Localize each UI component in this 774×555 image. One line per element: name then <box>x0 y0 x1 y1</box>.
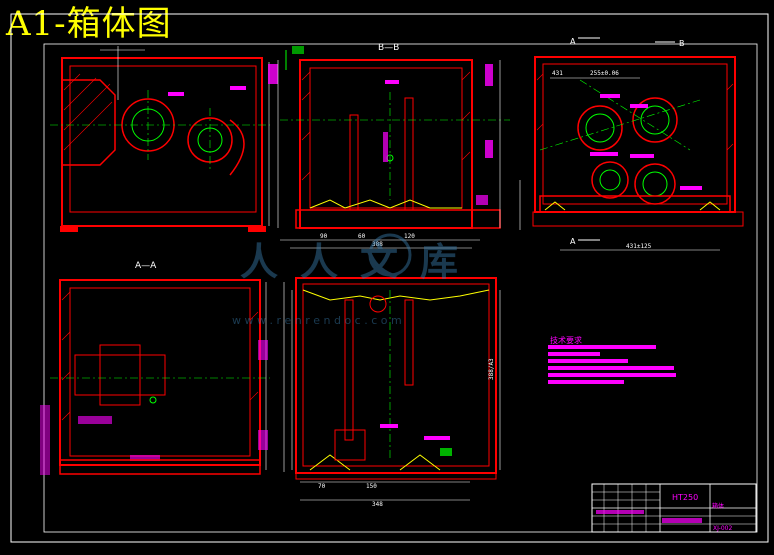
dim-388-a3: 388/A3 <box>488 358 495 380</box>
watermark: 人人文库 w w w . r e n r e n d o c . c o m <box>232 233 480 327</box>
dim-60: 60 <box>358 233 366 240</box>
dim-431: 431 <box>552 70 563 77</box>
tech-req-heading: 技术要求 <box>550 335 582 345</box>
watermark-cn: 人人文库 <box>240 240 480 284</box>
watermark-circle <box>368 233 412 277</box>
title-drawing-no: XJ-002 <box>713 525 732 532</box>
view-front-elevation <box>50 46 278 232</box>
dim-150: 150 <box>366 483 377 490</box>
arrow-b-label: B <box>679 39 685 48</box>
title-material: HT250 <box>672 493 698 502</box>
dim-388: 388 <box>372 241 383 248</box>
technical-requirements: 技术要求 <box>548 335 676 384</box>
arrow-a-label-top: A <box>570 37 576 46</box>
outer-border <box>10 13 769 543</box>
drawing-title: A1-箱体图 <box>6 4 172 44</box>
view-section-bb: B—B 90 60 120 388 <box>277 43 510 249</box>
view-section-main: 388/A3 70 150 348 <box>283 277 501 508</box>
inner-border <box>43 43 758 533</box>
view-section-aa: A—A <box>40 261 270 475</box>
watermark-url: w w w . r e n r e n d o c . c o m <box>232 314 402 327</box>
section-bb-label: B—B <box>378 43 399 53</box>
dim-255: 255±0.06 <box>590 70 619 77</box>
arrow-a-label-bottom: A <box>570 237 576 246</box>
dim-431-b: 431±125 <box>626 243 652 250</box>
dim-90: 90 <box>320 233 328 240</box>
section-aa-label: A—A <box>135 261 157 271</box>
view-top-right: A B 431 255±0.06 A 431±125 <box>519 37 744 251</box>
dim-348: 348 <box>372 501 383 508</box>
dim-70: 70 <box>318 483 326 490</box>
title-part-name: 箱体 <box>712 502 724 510</box>
dim-120: 120 <box>404 233 415 240</box>
title-block: HT250 箱体 XJ-002 <box>591 483 757 533</box>
